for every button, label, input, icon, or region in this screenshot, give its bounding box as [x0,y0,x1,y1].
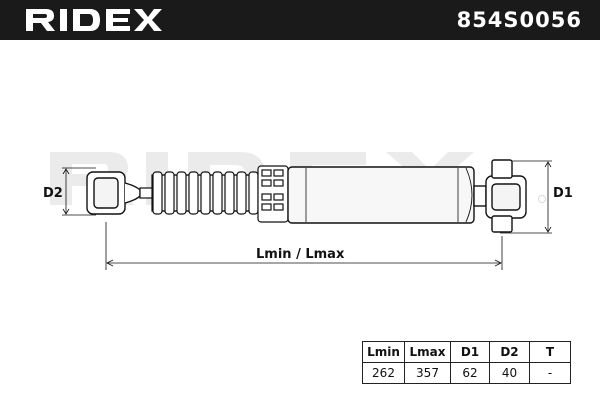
label-length: Lmin / Lmax [256,247,345,262]
damper-body [287,166,475,224]
part-number: 854S0056 [456,8,582,32]
value-lmin: 262 [362,362,405,384]
value-t: - [529,362,571,384]
header-t: T [529,341,571,363]
ridex-logo [26,9,162,31]
upper-cap [257,165,289,223]
shock-absorber-drawing [50,152,552,270]
left-eyelet [86,171,141,215]
header-lmax: Lmax [404,341,451,363]
value-d1: 62 [450,362,490,384]
bellows-boot [151,171,261,215]
shock-absorber-diagram: D2 D1 Lmin / Lmax [0,40,600,340]
spec-table-header-row: Lmin Lmax D1 D2 T [362,341,571,363]
spec-table-value-row: 262 357 62 40 - [362,362,571,384]
header-d2: D2 [489,341,530,363]
header-d1: D1 [450,341,490,363]
header-bar: 854S0056 [0,0,600,40]
value-d2: 40 [489,362,530,384]
value-lmax: 357 [404,362,451,384]
label-d2: D2 [43,186,63,201]
label-d1: D1 [553,186,573,201]
spec-table: Lmin Lmax D1 D2 T 262 357 62 40 - [362,341,571,384]
header-lmin: Lmin [362,341,405,363]
registered-mark [538,195,546,203]
right-eyelet [473,159,527,233]
